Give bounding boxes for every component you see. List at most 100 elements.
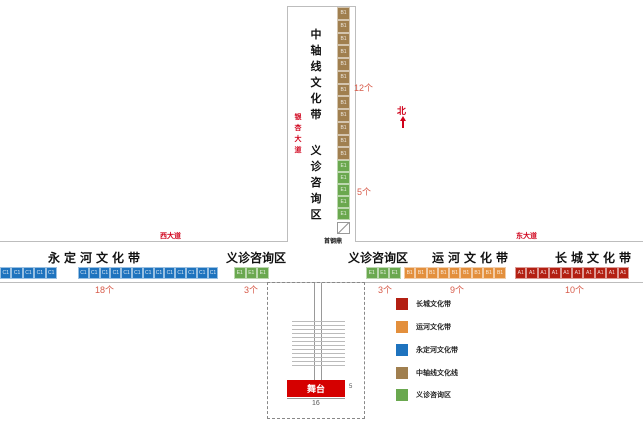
west-road-label: 西大道 <box>160 233 181 240</box>
legend-item-zhongzhou: 中轴线文化线 <box>396 367 458 379</box>
yunhe-title: 运河文化带 <box>432 251 513 265</box>
east-road-label: 东大道 <box>516 233 537 240</box>
legend-label: 运河文化带 <box>416 324 451 331</box>
booth: B1 <box>449 267 461 279</box>
booth: B1 <box>337 109 350 122</box>
legend-item-yongding: 永定河文化带 <box>396 344 458 356</box>
changcheng-count: 10个 <box>565 285 585 295</box>
booth: A1 <box>526 267 538 279</box>
legend-label: 长城文化带 <box>416 301 451 308</box>
yinxing-road-label: 银杏大道 <box>294 114 302 154</box>
stage-width-label: 16 <box>312 400 320 407</box>
north-road-right-edge <box>355 6 356 242</box>
booth: A1 <box>537 267 550 279</box>
booth: E1 <box>234 267 246 279</box>
booth: B1 <box>337 19 350 33</box>
booth: C1 <box>196 267 208 279</box>
booth: B1 <box>471 267 484 279</box>
yunhe-count: 9个 <box>450 285 465 295</box>
legend-swatch <box>396 367 408 379</box>
booth: C1 <box>164 267 176 279</box>
booth: C1 <box>78 267 89 279</box>
legend-item-yizhen: 义诊咨询区 <box>396 389 451 401</box>
yizhen-north-count: 5个 <box>357 187 372 197</box>
booth: C1 <box>11 267 23 279</box>
booth: E1 <box>337 160 350 172</box>
booth: B1 <box>337 121 350 135</box>
booth: A1 <box>515 267 527 279</box>
booth: B1 <box>404 267 416 279</box>
booth: B1 <box>337 96 350 109</box>
legend-swatch <box>396 344 408 356</box>
zhongzhou-count: 12个 <box>354 83 374 93</box>
booth: B1 <box>483 267 495 279</box>
legend-label: 中轴线文化线 <box>416 370 458 377</box>
booth: E1 <box>366 267 378 279</box>
booth: C1 <box>121 267 132 279</box>
legend-swatch <box>396 298 408 310</box>
north-label: 北 <box>397 106 407 116</box>
booth: C1 <box>45 267 57 279</box>
yizhen-left-title: 义诊咨询区 <box>226 251 287 265</box>
booth: C1 <box>185 267 197 279</box>
booth: E1 <box>257 267 269 279</box>
booth: B1 <box>426 267 438 279</box>
stage-depth-label: 5 <box>349 384 353 390</box>
booth: E1 <box>337 184 350 196</box>
booth: B1 <box>437 267 450 279</box>
booth: B1 <box>337 83 350 97</box>
booth: C1 <box>153 267 165 279</box>
booth: C1 <box>110 267 122 279</box>
booth: A1 <box>560 267 572 279</box>
booth: B1 <box>337 70 350 84</box>
legend-label: 永定河文化带 <box>416 347 458 354</box>
booth: B1 <box>337 45 350 58</box>
booth: C1 <box>99 267 111 279</box>
booth: B1 <box>337 147 350 160</box>
legend-swatch <box>396 321 408 333</box>
booth: C1 <box>175 267 186 279</box>
seating-area <box>292 321 345 367</box>
booth: C1 <box>131 267 143 279</box>
entrance-label: 首钢鼎 <box>324 239 343 245</box>
booth: C1 <box>34 267 46 279</box>
legend-item-yunhe: 运河文化带 <box>396 321 451 333</box>
booth: C1 <box>207 267 219 279</box>
booth: A1 <box>617 267 629 279</box>
east-road-top-edge <box>355 241 643 242</box>
north-arrow-icon <box>400 115 406 133</box>
changcheng-title: 长城文化带 <box>555 251 636 265</box>
booth: B1 <box>415 267 427 279</box>
booth: A1 <box>594 267 607 279</box>
yizhen-left-count: 3个 <box>244 285 259 295</box>
legend-swatch <box>396 389 408 401</box>
yizhen-north-title: 义诊咨询区 <box>310 145 322 221</box>
booth: E1 <box>337 172 350 184</box>
booth: E1 <box>337 196 350 208</box>
zhongzhou-title: 中轴线文化带 <box>310 29 322 121</box>
booth: C1 <box>22 267 35 279</box>
booth: E1 <box>389 267 401 279</box>
booth: C1 <box>88 267 100 279</box>
booth: A1 <box>606 267 618 279</box>
booth: B1 <box>337 32 350 46</box>
yongding-count: 18个 <box>95 285 115 295</box>
stage-area-outline <box>267 282 365 419</box>
legend-label: 义诊咨询区 <box>416 392 451 399</box>
yongding-title: 永定河文化带 <box>48 251 145 265</box>
booth: E1 <box>377 267 389 279</box>
west-road-top-edge <box>0 241 288 242</box>
booth: B1 <box>337 7 350 20</box>
booth: B1 <box>494 267 506 279</box>
north-road-left-edge <box>287 6 288 241</box>
entrance-marker <box>337 222 350 234</box>
stage-label: 舞台 <box>306 384 325 394</box>
